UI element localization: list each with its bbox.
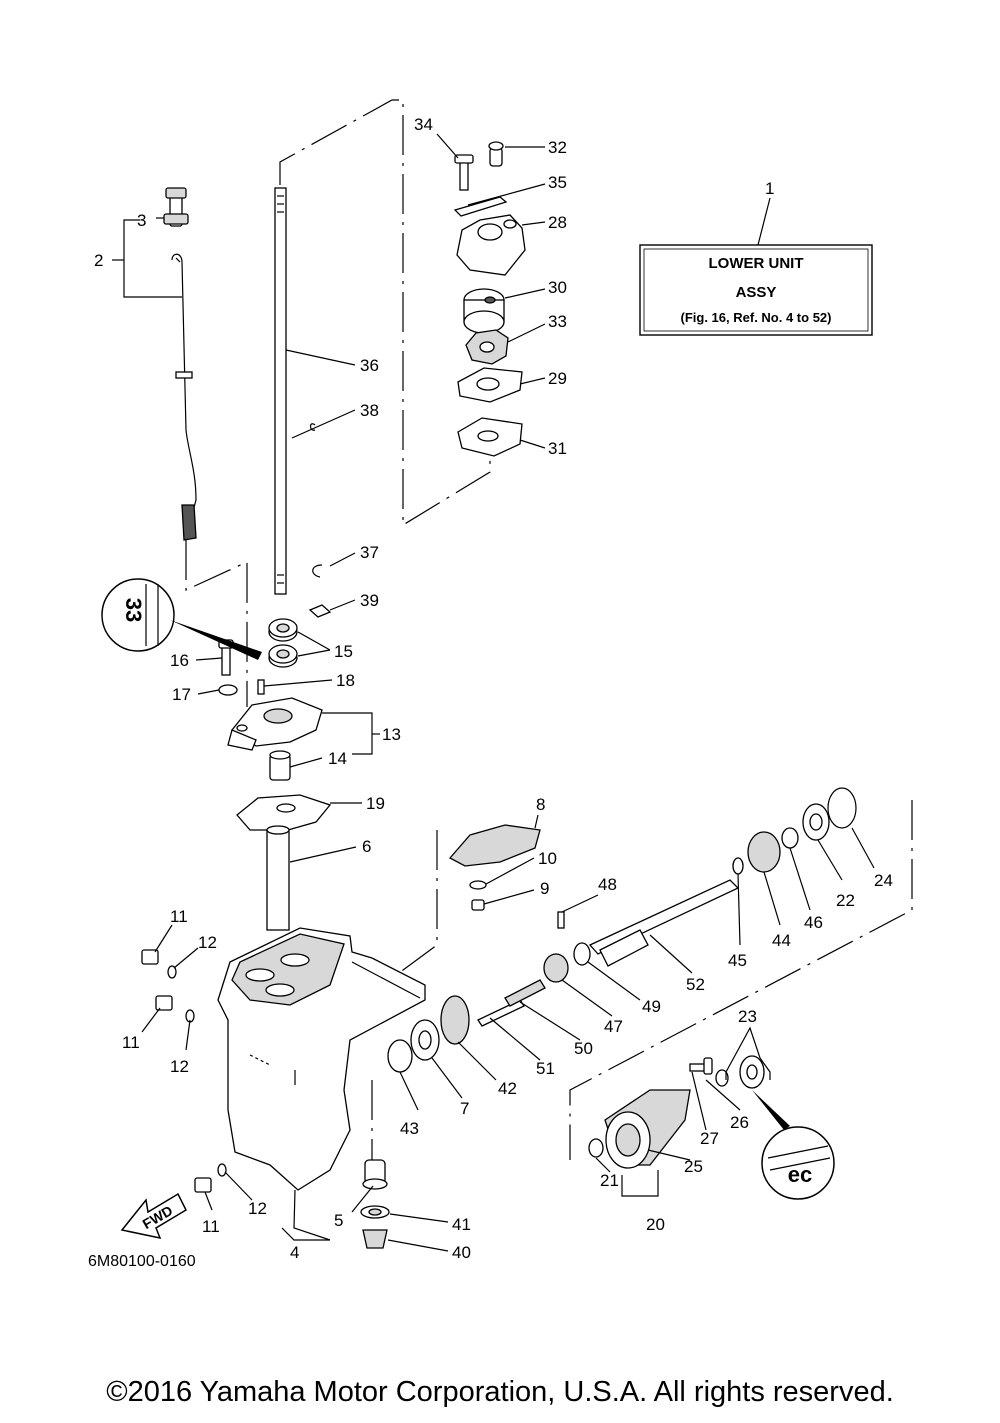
- callout-3: 3: [137, 211, 146, 230]
- lube-badge-top-label: 33: [121, 598, 146, 622]
- callout-5: 5: [334, 1211, 343, 1230]
- callout-6: 6: [362, 837, 371, 856]
- lower-unit-assy-box: 1 LOWER UNIT ASSY (Fig. 16, Ref. No. 4 t…: [639, 179, 873, 336]
- callout-52: 52: [686, 975, 705, 994]
- callout-4: 4: [290, 1243, 299, 1262]
- bearing-housing-parts: [218, 618, 332, 931]
- callout-29: 29: [548, 369, 567, 388]
- side-bolts: [141, 949, 227, 1193]
- callout-9: 9: [540, 879, 549, 898]
- water-pump-parts: [453, 141, 526, 457]
- callout-51: 51: [536, 1059, 555, 1078]
- callout-47: 47: [604, 1017, 623, 1036]
- callout-46: 46: [804, 913, 823, 932]
- clips-and-pins: [308, 564, 332, 618]
- callout-48: 48: [598, 875, 617, 894]
- callout-14: 14: [328, 749, 347, 768]
- callout-30: 30: [548, 278, 567, 297]
- callout-41: 41: [452, 1215, 471, 1234]
- callout-27: 27: [700, 1129, 719, 1148]
- callout-17: 17: [172, 685, 191, 704]
- callout-13: 13: [382, 725, 401, 744]
- callout-16: 16: [170, 651, 189, 670]
- callout-12a: 12: [198, 933, 217, 952]
- callout-40: 40: [452, 1243, 471, 1262]
- callout-45: 45: [728, 951, 747, 970]
- diagram-code: 6M80100-0160: [88, 1253, 196, 1270]
- assy-box-line1: LOWER UNIT: [709, 255, 804, 272]
- callout-31: 31: [548, 439, 567, 458]
- callout-35: 35: [548, 173, 567, 192]
- drive-shaft: [274, 187, 316, 595]
- callout-49: 49: [642, 997, 661, 1016]
- callout-33: 33: [548, 312, 567, 331]
- callout-11a: 11: [170, 907, 188, 926]
- propeller-shaft-parts: [387, 787, 857, 1073]
- callout-32: 32: [548, 138, 567, 157]
- callout-44: 44: [772, 931, 791, 950]
- callout-7: 7: [460, 1099, 469, 1118]
- lower-case-cap-parts: [588, 1055, 765, 1169]
- callout-38: 38: [360, 401, 379, 420]
- callout-20: 20: [646, 1215, 665, 1234]
- callout-36: 36: [360, 356, 379, 375]
- callout-25: 25: [684, 1157, 703, 1176]
- callout-10: 10: [538, 849, 557, 868]
- callout-26: 26: [730, 1113, 749, 1132]
- callout-8: 8: [536, 795, 545, 814]
- copyright-notice: ©2016 Yamaha Motor Corporation, U.S.A. A…: [106, 1376, 894, 1408]
- lube-badge-bottom-label: ec: [788, 1162, 812, 1187]
- callout-11c: 11: [202, 1217, 220, 1236]
- callout-39: 39: [360, 591, 379, 610]
- callout-42: 42: [498, 1079, 517, 1098]
- assy-box-line2: ASSY: [736, 284, 777, 301]
- lower-casing: [217, 927, 426, 1241]
- callout-19: 19: [366, 794, 385, 813]
- cover-plate-parts: [448, 824, 541, 911]
- callout-15: 15: [334, 642, 353, 661]
- callout-22: 22: [836, 891, 855, 910]
- callout-12c: 12: [248, 1199, 267, 1218]
- callout-34: 34: [414, 115, 433, 134]
- callout-2: 2: [94, 251, 103, 270]
- leader-lines: [112, 133, 875, 1252]
- callout-18: 18: [336, 671, 355, 690]
- lube-badge-top: 33: [101, 578, 262, 660]
- callout-23: 23: [738, 1007, 757, 1026]
- lube-badge-bottom: ec: [752, 1090, 835, 1200]
- callout-12b: 12: [170, 1057, 189, 1076]
- shift-rod: [163, 187, 197, 541]
- callout-50: 50: [574, 1039, 593, 1058]
- callout-43: 43: [400, 1119, 419, 1138]
- assy-box-line3: (Fig. 16, Ref. No. 4 to 52): [681, 310, 832, 325]
- forward-arrow: FWD: [120, 1192, 187, 1240]
- callout-37: 37: [360, 543, 379, 562]
- callout-numbers: 3 2 34 32 35 28 30 33 29 31 36 38 37 39 …: [94, 115, 893, 1262]
- water-tube-parts: [360, 1159, 390, 1249]
- callout-11b: 11: [122, 1033, 140, 1052]
- callout-24: 24: [874, 871, 893, 890]
- callout-28: 28: [548, 213, 567, 232]
- callout-21: 21: [600, 1171, 619, 1190]
- callout-1: 1: [765, 179, 774, 198]
